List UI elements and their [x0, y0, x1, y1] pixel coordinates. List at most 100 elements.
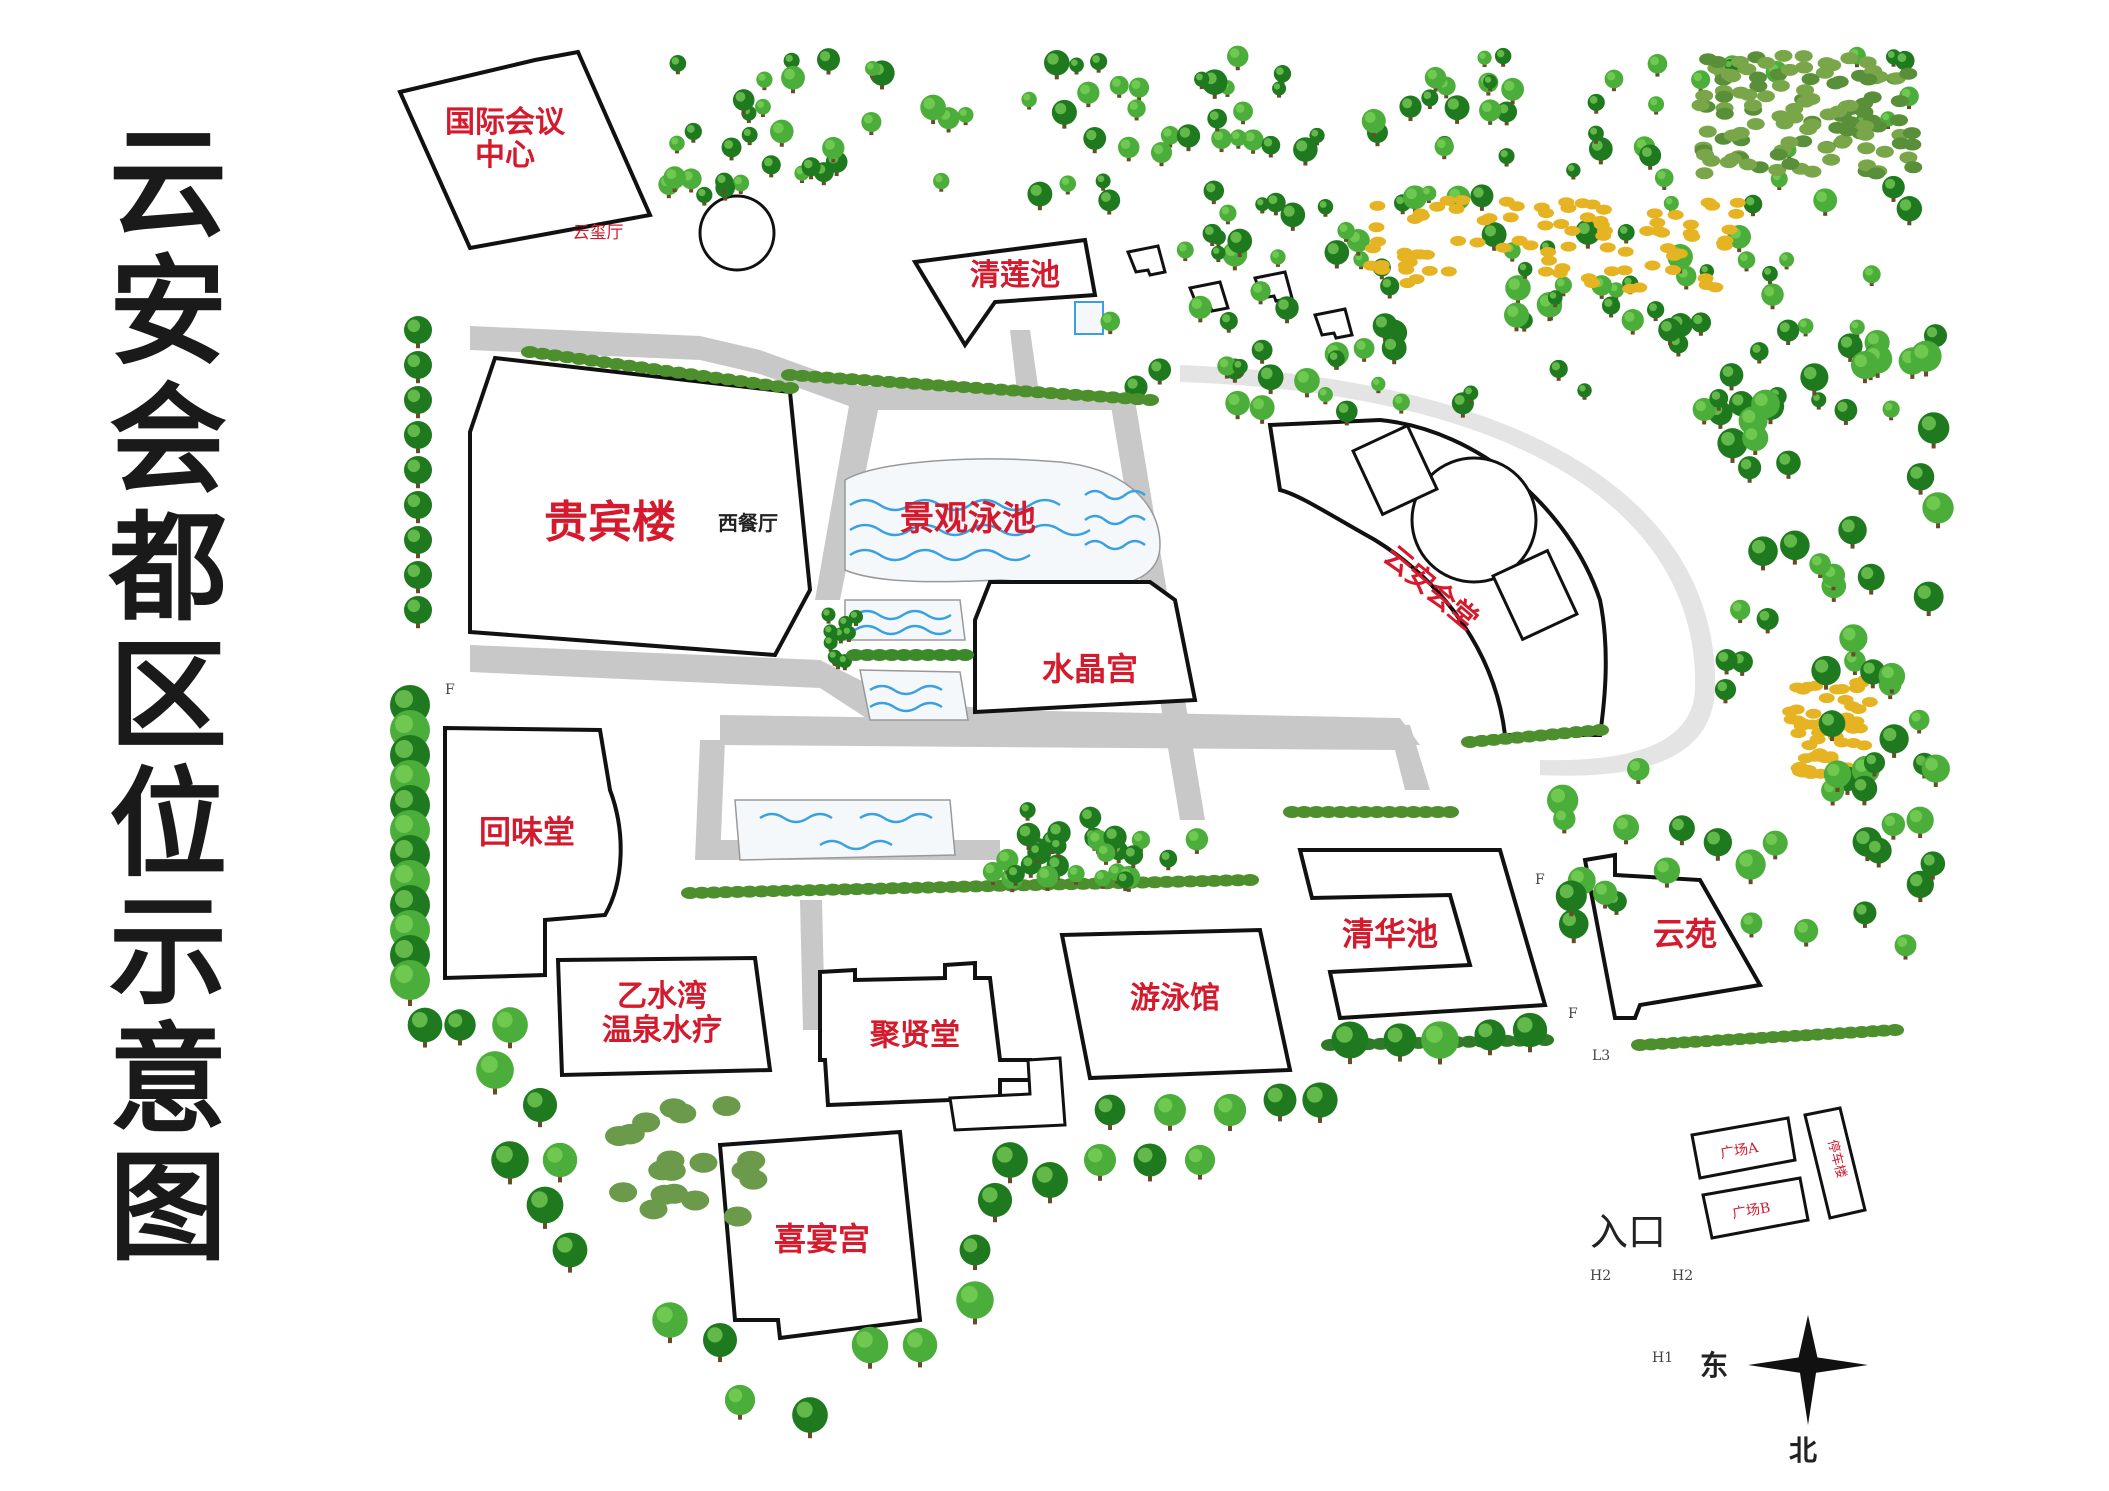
- tree-icon: [1403, 185, 1427, 213]
- tree-icon: [1049, 837, 1067, 857]
- tree-icon: [1079, 806, 1102, 832]
- tree-icon: [1850, 351, 1879, 384]
- tree-icon: [982, 861, 1003, 885]
- tree-icon: [1250, 281, 1271, 305]
- shrub-icon: [781, 382, 799, 394]
- tree-icon: [1160, 126, 1180, 148]
- yunyuan[interactable]: 云苑: [1582, 852, 1764, 1020]
- shrub-icon: [1796, 95, 1815, 108]
- tree-icon: [1922, 492, 1954, 529]
- tree-icon: [1095, 173, 1111, 191]
- tree-icon: [1838, 515, 1867, 549]
- entrance-label[interactable]: 入口: [1590, 1210, 1666, 1254]
- tree-icon: [920, 94, 946, 125]
- tree-icon: [1207, 108, 1228, 132]
- tree-icon: [1272, 81, 1287, 98]
- huiwei-hall[interactable]: 回味堂: [443, 725, 623, 981]
- shrub-icon: [1856, 128, 1875, 141]
- shrub-icon: [1899, 151, 1918, 164]
- shrub-icon: [1834, 134, 1853, 147]
- tree-icon: [1742, 424, 1769, 455]
- shrub-icon: [1441, 806, 1459, 818]
- tree-icon: [1317, 199, 1334, 217]
- shrub-icon: [1739, 88, 1758, 101]
- shrub-icon: [1398, 264, 1415, 275]
- shrub-icon: [1564, 225, 1581, 236]
- shrub-icon: [1856, 120, 1875, 133]
- tree-icon: [1280, 202, 1306, 231]
- crystal-palace-label: 水晶宫: [1042, 650, 1138, 688]
- shrub-icon: [1141, 394, 1159, 406]
- tree-icon: [1133, 1143, 1167, 1182]
- qinglian-pool-building[interactable]: 清莲池: [911, 237, 1104, 349]
- shrub-icon: [616, 1123, 645, 1144]
- tree-icon: [1654, 168, 1674, 190]
- shrub-icon: [1729, 197, 1746, 208]
- tree-icon: [741, 126, 758, 146]
- landscape-pool-label: 景观泳池: [900, 499, 1036, 539]
- tree-icon: [1748, 536, 1778, 571]
- tree-icon: [1255, 197, 1270, 214]
- tree-icon: [1059, 175, 1077, 195]
- xiyan-palace[interactable]: 喜宴宫: [717, 1129, 923, 1341]
- shrub-icon: [1495, 242, 1512, 253]
- tree-icon: [404, 386, 432, 419]
- tree-icon: [823, 635, 838, 652]
- tree-icon: [1851, 775, 1878, 806]
- shrub-icon: [1595, 204, 1612, 215]
- tree-icon: [1658, 318, 1682, 346]
- tree-icon: [407, 1007, 443, 1048]
- qinghua-pool[interactable]: 清华池: [1297, 848, 1548, 1021]
- shrub-icon: [1715, 90, 1734, 103]
- shrub-icon: [1450, 235, 1467, 246]
- tree-icon: [1588, 137, 1613, 165]
- tree-icon: [1779, 252, 1795, 270]
- shrub-icon: [1830, 75, 1849, 88]
- juxian-hall[interactable]: 聚贤堂: [818, 960, 1067, 1132]
- tree-icon: [1006, 864, 1025, 886]
- tree-icon: [404, 316, 432, 349]
- tree-icon: [1016, 822, 1041, 850]
- crystal-palace[interactable]: 水晶宫: [973, 580, 1198, 715]
- tree-icon: [1863, 752, 1886, 777]
- yishui-spa[interactable]: 乙水湾 温泉水疗: [555, 955, 773, 1078]
- compass-east-label: 东: [1700, 1349, 1728, 1382]
- tree-icon: [992, 1142, 1028, 1184]
- tree-icon: [1202, 223, 1222, 247]
- plaza-area: 广场A 广场B 停车楼: [1690, 1106, 1867, 1240]
- tree-icon: [1857, 563, 1885, 595]
- tree-icon: [1353, 337, 1375, 362]
- tree-icon: [1577, 383, 1592, 400]
- tree-icon: [1761, 283, 1784, 310]
- shrub-icon: [689, 1152, 718, 1173]
- tree-icon: [1719, 363, 1744, 391]
- swimming-hall[interactable]: 游泳馆: [1059, 927, 1293, 1081]
- shrub-icon: [1746, 118, 1765, 131]
- tree-icon: [404, 456, 432, 489]
- shrub-icon: [1796, 84, 1815, 97]
- tree-icon: [1837, 333, 1863, 362]
- tree-icon: [724, 1384, 756, 1420]
- tree-icon: [1100, 311, 1121, 335]
- shrub-icon: [1797, 753, 1814, 764]
- tree-icon: [1331, 1021, 1369, 1065]
- tree-icon: [1019, 802, 1036, 821]
- shrub-icon: [1698, 125, 1717, 138]
- tree-icon: [781, 65, 805, 94]
- shrub-icon: [1695, 89, 1714, 102]
- yunan-assembly-hall[interactable]: 云安会堂: [1267, 417, 1608, 737]
- tree-icon: [1434, 136, 1454, 160]
- qinglian-label: 清莲池: [970, 258, 1060, 293]
- tree-icon: [1549, 359, 1568, 381]
- tree-icon: [1592, 880, 1618, 909]
- shrub-icon: [1720, 68, 1739, 81]
- shrub-icon: [1822, 153, 1841, 166]
- marker-h2a: H2: [1590, 1268, 1611, 1284]
- marker-h1: H1: [1652, 1350, 1673, 1366]
- tree-icon: [851, 1326, 889, 1369]
- tree-icon: [817, 48, 840, 75]
- tree-icon: [841, 625, 856, 642]
- intl-conference-center[interactable]: 国际会议 中心 云玺厅: [397, 49, 653, 251]
- shrub-icon: [1803, 118, 1822, 131]
- vip-building[interactable]: 贵宾楼 西餐厅: [468, 355, 813, 658]
